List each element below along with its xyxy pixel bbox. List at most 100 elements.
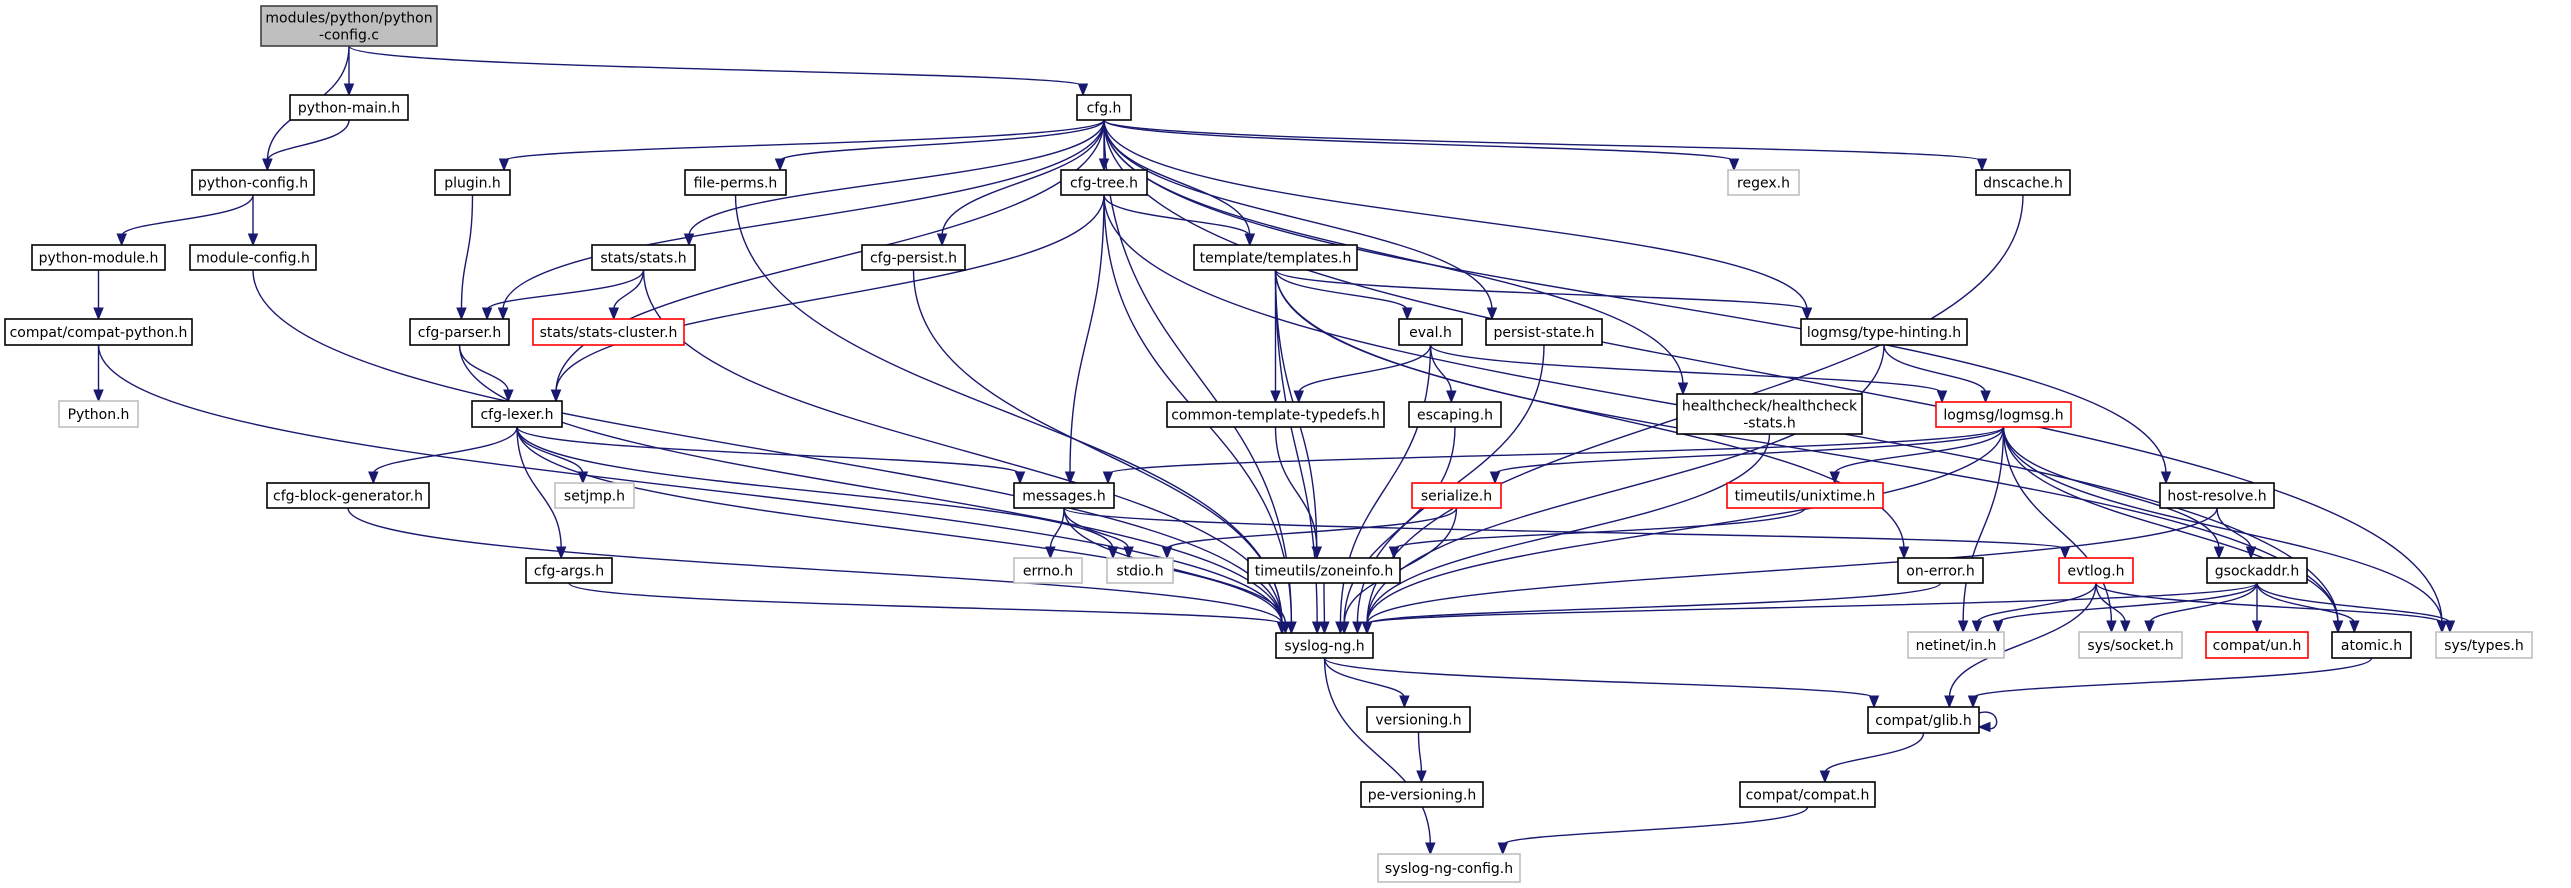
node-compat-glib[interactable]: compat/glib.h <box>1867 706 1980 734</box>
node-label: serialize.h <box>1421 489 1492 505</box>
edge-templates-to-type-hinting <box>1274 269 1813 321</box>
node-label: evtlog.h <box>2067 564 2124 580</box>
node-box <box>1360 781 1484 808</box>
node-cfg-lexer[interactable]: cfg-lexer.h <box>471 400 563 428</box>
arrowhead-icon <box>497 307 509 321</box>
node-box <box>532 318 685 346</box>
node-versioning[interactable]: versioning.h <box>1366 706 1471 733</box>
edge-logmsg-to-atomic <box>2002 426 2344 634</box>
node-label: timeutils/zoneinfo.h <box>1255 564 1394 580</box>
node-cfg-block-generator[interactable]: cfg-block-generator.h <box>266 482 430 509</box>
node-pe-versioning[interactable]: pe-versioning.h <box>1360 781 1484 808</box>
edge-evtlog-to-netinet-in <box>1971 582 2097 634</box>
node-atomic[interactable]: atomic.h <box>2331 631 2412 659</box>
node-plugin[interactable]: plugin.h <box>434 169 511 196</box>
node-label: file-perms.h <box>694 176 778 192</box>
edge-logmsg-to-gsockaddr <box>2002 426 2225 560</box>
edge-logmsg-to-messages <box>1102 426 2005 485</box>
edge-logmsg-to-netinet-in <box>1957 426 2005 634</box>
node-cfg[interactable]: cfg.h <box>1076 94 1132 121</box>
node-cfg-tree[interactable]: cfg-tree.h <box>1060 169 1148 196</box>
arrowhead-icon <box>1801 307 1813 321</box>
arrowhead-icon <box>1971 620 1983 634</box>
edge-type-hinting-to-logmsg <box>1883 344 1991 404</box>
node-box <box>1935 401 2072 428</box>
arrowhead-icon <box>2106 620 2117 634</box>
node-module-config[interactable]: module-config.h <box>189 244 317 271</box>
node-templates[interactable]: template/templates.h <box>1193 244 1358 271</box>
node-ctt[interactable]: common-template-typedefs.h <box>1166 401 1385 428</box>
node-cfg-parser[interactable]: cfg-parser.h <box>409 318 510 346</box>
node-box <box>1106 557 1174 584</box>
edge-compat-glib-to-compat-glib <box>1977 711 1998 733</box>
node-box <box>1676 393 1863 435</box>
edge-logmsg-to-unixtime <box>1829 426 2005 485</box>
edge-cfg-tree-to-templates <box>1103 194 1256 247</box>
node-label: syslog-ng.h <box>1284 639 1364 655</box>
node-eval[interactable]: eval.h <box>1398 318 1463 346</box>
node-file-perms[interactable]: file-perms.h <box>684 169 787 196</box>
node-python-config[interactable]: python-config.h <box>191 169 315 196</box>
node-messages[interactable]: messages.h <box>1013 482 1115 509</box>
node-logmsg[interactable]: logmsg/logmsg.h <box>1935 401 2072 428</box>
node-on-error[interactable]: on-error.h <box>1897 557 1984 584</box>
node-python-module[interactable]: python-module.h <box>31 244 166 271</box>
node-python-main[interactable]: python-main.h <box>289 94 409 121</box>
node-errno: errno.h <box>1013 557 1083 584</box>
node-setjmp: setjmp.h <box>554 482 635 509</box>
edge-messages-to-errno <box>1045 507 1065 560</box>
arrowhead-icon <box>608 307 619 321</box>
arrowhead-icon <box>481 307 493 321</box>
node-label: stats/stats-cluster.h <box>540 325 678 341</box>
node-box <box>1060 169 1148 196</box>
node-type-hinting[interactable]: logmsg/type-hinting.h <box>1800 318 1968 346</box>
node-compat-compat[interactable]: compat/compat.h <box>1739 781 1876 808</box>
node-label: common-template-typedefs.h <box>1171 408 1380 424</box>
node-sys-socket: sys/socket.h <box>2078 631 2183 659</box>
node-unixtime[interactable]: timeutils/unixtime.h <box>1726 482 1884 509</box>
edge-python-main-to-python-config <box>262 119 350 172</box>
arrowhead-icon <box>1399 695 1410 709</box>
edge-eval-to-escaping <box>1429 344 1457 404</box>
arrowhead-icon <box>1486 307 1498 321</box>
node-box <box>289 94 409 121</box>
node-stats[interactable]: stats/stats.h <box>591 244 696 271</box>
node-stats-cluster[interactable]: stats/stats-cluster.h <box>532 318 685 346</box>
node-syslog-ng[interactable]: syslog-ng.h <box>1275 632 1374 659</box>
node-evtlog[interactable]: evtlog.h <box>2058 557 2134 584</box>
arrowhead-icon <box>1489 471 1501 485</box>
node-label: escaping.h <box>1417 408 1493 424</box>
edge-evtlog-to-sys-types <box>2095 582 2448 634</box>
node-box <box>2058 557 2134 584</box>
arrowhead-icon <box>1311 546 1322 560</box>
node-box <box>1166 401 1385 428</box>
edge-cfg-to-dnscache <box>1103 119 1988 172</box>
arrowhead-icon <box>2120 620 2131 634</box>
arrowhead-icon <box>2332 620 2344 634</box>
node-label: python-module.h <box>39 251 159 267</box>
node-zoneinfo[interactable]: timeutils/zoneinfo.h <box>1247 557 1401 584</box>
node-cfg-args[interactable]: cfg-args.h <box>525 557 613 584</box>
node-host-resolve[interactable]: host-resolve.h <box>2159 482 2275 509</box>
node-serialize[interactable]: serialize.h <box>1411 482 1502 509</box>
node-compat-python[interactable]: compat/compat-python.h <box>4 318 193 346</box>
node-dnscache[interactable]: dnscache.h <box>1975 169 2071 196</box>
edge-evtlog-to-sys-socket <box>2095 582 2131 634</box>
node-label: logmsg/logmsg.h <box>1943 408 2063 424</box>
node-gsockaddr[interactable]: gsockaddr.h <box>2206 557 2308 584</box>
node-escaping[interactable]: escaping.h <box>1408 401 1502 428</box>
edge-cfg-to-cfg-persist <box>936 119 1105 247</box>
node-root[interactable]: modules/python/python-config.c <box>260 5 438 47</box>
node-cfg-persist[interactable]: cfg-persist.h <box>861 244 966 271</box>
arrowhead-icon <box>1728 158 1740 172</box>
node-compat-un[interactable]: compat/un.h <box>2205 631 2309 659</box>
arrowhead-icon <box>1976 158 1988 172</box>
node-box <box>409 318 510 346</box>
node-healthcheck[interactable]: healthcheck/healthcheck-stats.h <box>1676 393 1863 435</box>
edge-logmsg-to-serialize <box>1489 426 2005 485</box>
node-label: template/templates.h <box>1200 251 1352 267</box>
edge-compat-compat-to-syslog-ng-config <box>1497 806 1809 856</box>
arrowhead-icon <box>1868 695 1880 709</box>
node-persist-state[interactable]: persist-state.h <box>1485 318 1603 346</box>
